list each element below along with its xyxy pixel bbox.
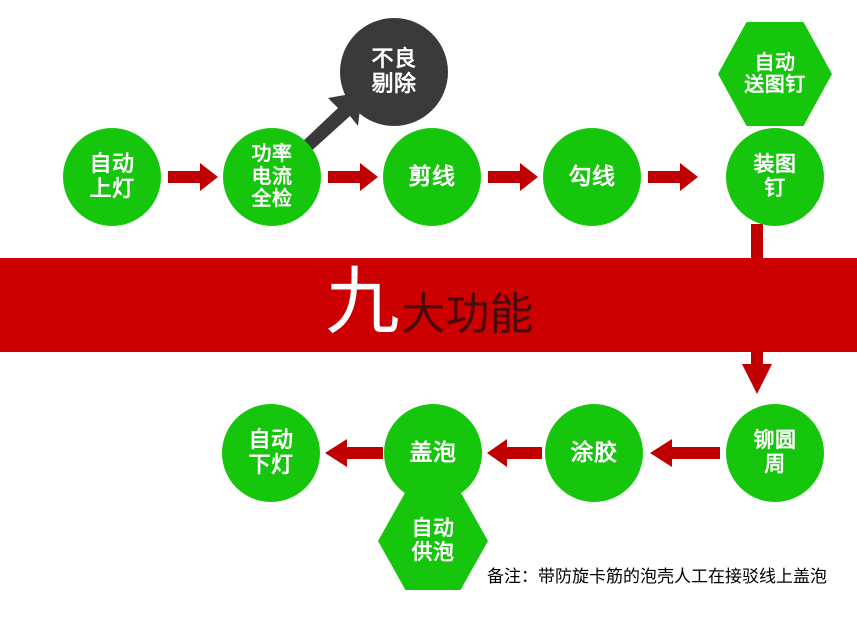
- node-rivet-circumference-label: 铆圆 周: [753, 429, 797, 476]
- node-auto-feed-bulb[interactable]: 自动 供泡: [378, 492, 488, 590]
- node-apply-glue-label: 涂胶: [570, 439, 618, 466]
- arrow-cut-to-hook: [488, 163, 538, 191]
- node-install-pin[interactable]: 装图 钉: [726, 128, 824, 226]
- arrow-glue-to-cap: [487, 439, 542, 467]
- node-auto-feed-bulb-label: 自动 供泡: [411, 517, 455, 564]
- node-install-pin-label: 装图 钉: [753, 153, 797, 200]
- node-apply-glue[interactable]: 涂胶: [545, 404, 643, 502]
- node-hook-wire-label: 勾线: [568, 163, 616, 190]
- node-hook-wire[interactable]: 勾线: [543, 128, 641, 226]
- banner-rest-text: 大功能: [401, 290, 534, 339]
- node-auto-feed-pin[interactable]: 自动 送图钉: [718, 22, 832, 126]
- node-auto-unload-lamp-label: 自动 下灯: [248, 427, 294, 477]
- node-cut-wire-label: 剪线: [408, 163, 456, 190]
- node-auto-feed-pin-label: 自动 送图钉: [744, 51, 806, 96]
- node-defect-removal-label: 不良 剔除: [371, 46, 417, 96]
- node-cap-bulb-label: 盖泡: [409, 439, 457, 466]
- node-auto-load-lamp[interactable]: 自动 上灯: [63, 128, 161, 226]
- node-cap-bulb[interactable]: 盖泡: [384, 404, 482, 502]
- arrow-power-to-defect-removal: [300, 90, 372, 154]
- arrow-hook-to-install-pin: [648, 163, 698, 191]
- node-cut-wire[interactable]: 剪线: [383, 128, 481, 226]
- arrow-cap-to-auto-unload: [325, 439, 383, 467]
- node-power-current-test-label: 功率 电流 全检: [251, 143, 293, 211]
- node-rivet-circumference[interactable]: 铆圆 周: [726, 404, 824, 502]
- arrow-rivet-to-glue: [650, 439, 720, 467]
- node-auto-unload-lamp[interactable]: 自动 下灯: [222, 404, 320, 502]
- arrow-power-to-cut: [328, 163, 378, 191]
- title-banner: 九 大功能: [0, 258, 857, 352]
- node-defect-removal[interactable]: 不良 剔除: [340, 18, 448, 126]
- node-power-current-test[interactable]: 功率 电流 全检: [223, 128, 321, 226]
- node-auto-load-lamp-label: 自动 上灯: [89, 151, 135, 201]
- banner-big-char: 九: [325, 262, 400, 344]
- arrow-auto-load-to-power: [168, 163, 218, 191]
- footnote-text: 备注：带防旋卡筋的泡壳人工在接驳线上盖泡: [487, 567, 827, 586]
